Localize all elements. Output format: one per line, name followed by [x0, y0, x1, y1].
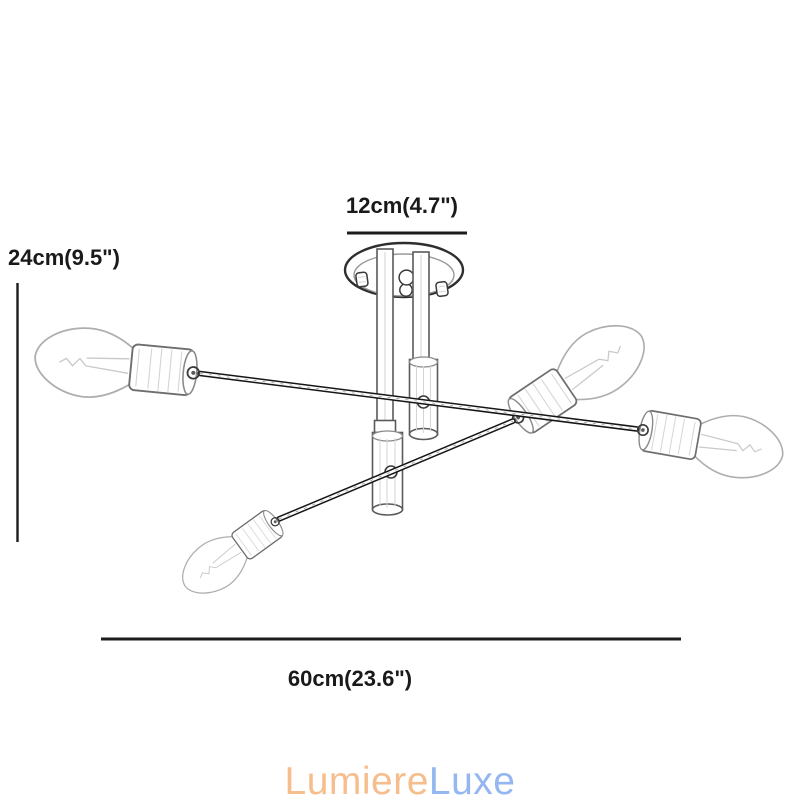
brand-wordmark: LumiereLuxe — [285, 760, 516, 800]
drop-rod-long — [373, 248, 397, 434]
bulb-right — [636, 409, 784, 479]
brand-part-primary: Lumiere — [285, 760, 429, 800]
canopy-keyhole — [398, 269, 415, 297]
width-label: 60cm(23.6") — [288, 666, 412, 691]
ceiling-canopy — [343, 241, 465, 299]
canopy-screw-left — [355, 271, 369, 288]
arm-lower — [276, 418, 516, 522]
brand-part-secondary: Luxe — [429, 760, 516, 800]
drop-rod-short — [412, 251, 430, 361]
canopy-width-label: 12cm(4.7") — [346, 193, 458, 218]
height-label: 24cm(9.5") — [8, 245, 120, 270]
bulb-upper-left — [34, 327, 201, 398]
arm-upper — [197, 370, 640, 432]
dimension-annotations: 12cm(4.7") 24cm(9.5") 60cm(23.6") — [8, 193, 681, 691]
canopy-screw-right — [435, 280, 449, 298]
bulb-lower-left — [182, 509, 284, 594]
